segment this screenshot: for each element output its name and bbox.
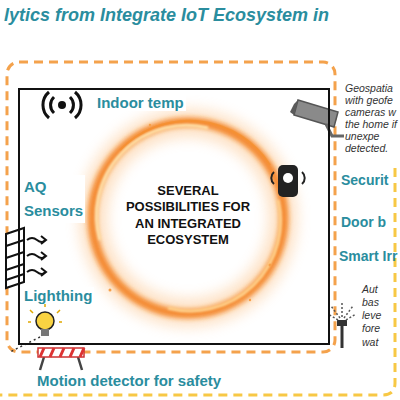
- swirl-glow: [93, 123, 283, 313]
- barrier-stripes: [40, 348, 84, 357]
- feature-label: Motion detector for safety: [37, 372, 221, 389]
- spark: [269, 264, 272, 267]
- camera-body: [294, 100, 338, 127]
- spark: [249, 299, 251, 301]
- vent-slats: [6, 240, 24, 280]
- vent-icon: [6, 228, 46, 288]
- doorbell-button: [283, 173, 293, 183]
- broadcast-icon: [43, 92, 81, 118]
- broadcast-wave: [70, 97, 73, 113]
- note-text: Aut bas leve fore wat: [362, 283, 381, 349]
- sprinkler-pipe: [341, 326, 344, 348]
- ecosystem-box: Indoor temp AQ Sensors SEVERAL POSSIBILITI…: [18, 88, 330, 345]
- barrier-icon: [38, 348, 84, 370]
- bulb-glass: [36, 312, 54, 330]
- barrier-legs: [40, 357, 82, 370]
- bulb-base: [41, 329, 49, 336]
- broadcast-wave: [51, 97, 54, 113]
- camera-icon: [290, 100, 344, 136]
- broadcast-wave: [75, 92, 81, 118]
- air-arrowheads: [41, 236, 46, 276]
- camera-lens: [290, 100, 298, 115]
- swirl-streak: [120, 121, 270, 165]
- note-text: Geospatia with geofe cameras w the home …: [345, 82, 397, 154]
- broadcast-wave: [43, 92, 49, 118]
- feature-label: Door b: [341, 214, 386, 230]
- diagram-title: lytics from Integrate IoT Ecosystem in: [4, 5, 329, 26]
- sprinkler-spray: [328, 303, 356, 320]
- doorbell-icon: [271, 165, 304, 197]
- vent-frame: [6, 228, 24, 288]
- sprinkler-head: [337, 320, 347, 326]
- sensor-label: Lighthing: [22, 287, 94, 304]
- sprinkler-icon: [328, 303, 356, 348]
- fire-swirl: [92, 121, 284, 314]
- swirl-ring: [92, 122, 284, 314]
- doorbell-body: [278, 165, 298, 197]
- doorbell-waves: [271, 172, 304, 184]
- broadcast-dot: [58, 101, 66, 109]
- center-caption: SEVERAL POSSIBILITIES FOR AN INTEGRATED …: [118, 183, 258, 248]
- sensor-label: AQ Sensors: [22, 175, 85, 223]
- spark: [109, 289, 112, 292]
- feature-label: Smart Irr: [339, 248, 397, 264]
- feature-label: Securit: [341, 172, 388, 188]
- bulb-rays: [28, 304, 62, 322]
- region-outline: [7, 62, 335, 352]
- sensor-label: Indoor temp: [95, 94, 186, 111]
- barrier-board: [38, 348, 84, 357]
- region-outline: [0, 168, 395, 395]
- spark: [149, 124, 151, 126]
